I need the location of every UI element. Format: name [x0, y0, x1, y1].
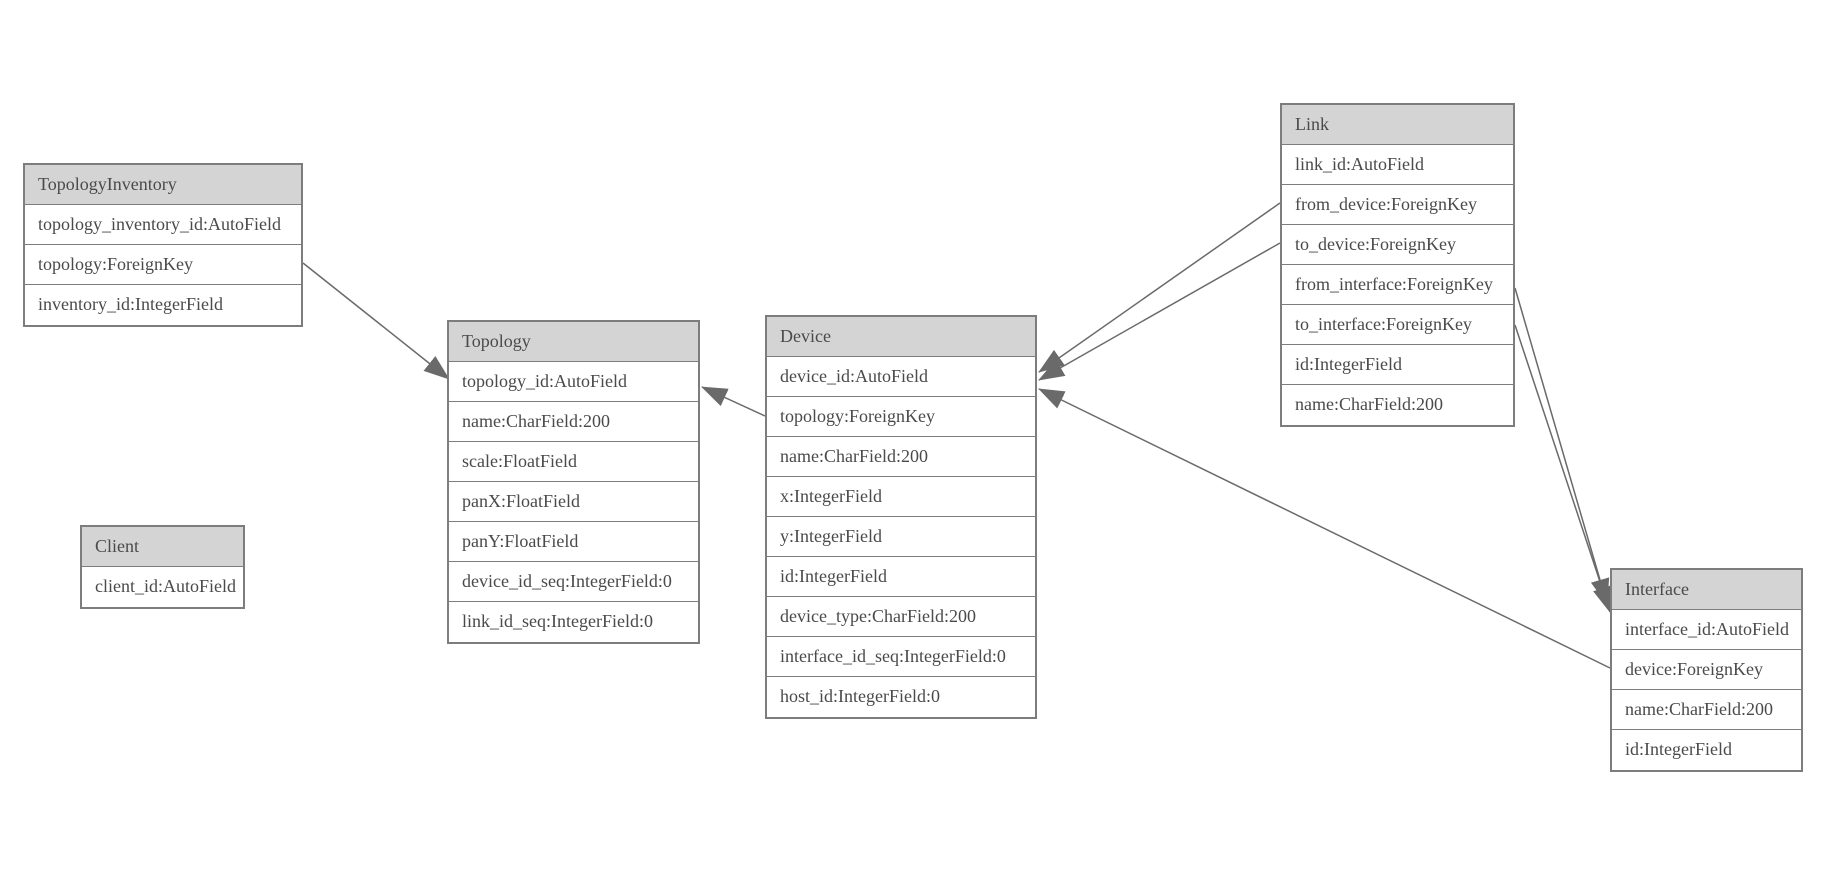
entity-title-device: Device — [767, 317, 1035, 357]
field-row-topology-topology_id: topology_id:AutoField — [449, 362, 698, 402]
field-row-link-id: id:IntegerField — [1282, 345, 1513, 385]
relationship-arrow-link-from_interface-to-interface — [1514, 287, 1610, 605]
field-row-device-topology: topology:ForeignKey — [767, 397, 1035, 437]
field-row-link-from_interface: from_interface:ForeignKey — [1282, 265, 1513, 305]
field-row-link-to_device: to_device:ForeignKey — [1282, 225, 1513, 265]
field-row-topology-panX: panX:FloatField — [449, 482, 698, 522]
relationship-arrow-link-from_device-to-device — [1038, 202, 1281, 373]
field-row-interface-id: id:IntegerField — [1612, 730, 1801, 770]
field-row-device-device_type: device_type:CharField:200 — [767, 597, 1035, 637]
relationship-arrow-interface-device-to-device — [1038, 388, 1611, 669]
entity-title-topology: Topology — [449, 322, 698, 362]
entity-title-interface: Interface — [1612, 570, 1801, 610]
field-row-topology-scale: scale:FloatField — [449, 442, 698, 482]
relationship-arrow-link-to_device-to-device — [1038, 242, 1281, 381]
field-row-topology-inventory-topology_inventory_id: topology_inventory_id:AutoField — [25, 205, 301, 245]
field-row-link-to_interface: to_interface:ForeignKey — [1282, 305, 1513, 345]
field-row-topology-name: name:CharField:200 — [449, 402, 698, 442]
field-row-device-name: name:CharField:200 — [767, 437, 1035, 477]
field-row-device-id: id:IntegerField — [767, 557, 1035, 597]
field-row-device-interface_id_seq: interface_id_seq:IntegerField:0 — [767, 637, 1035, 677]
field-row-device-host_id: host_id:IntegerField:0 — [767, 677, 1035, 717]
field-row-topology-panY: panY:FloatField — [449, 522, 698, 562]
entity-title-link: Link — [1282, 105, 1513, 145]
entity-title-topology-inventory: TopologyInventory — [25, 165, 301, 205]
field-row-link-link_id: link_id:AutoField — [1282, 145, 1513, 185]
field-row-interface-name: name:CharField:200 — [1612, 690, 1801, 730]
field-row-topology-inventory-inventory_id: inventory_id:IntegerField — [25, 285, 301, 325]
entity-title-client: Client — [82, 527, 243, 567]
field-row-link-name: name:CharField:200 — [1282, 385, 1513, 425]
field-row-device-y: y:IntegerField — [767, 517, 1035, 557]
field-row-topology-link_id_seq: link_id_seq:IntegerField:0 — [449, 602, 698, 642]
field-row-client-client_id: client_id:AutoField — [82, 567, 243, 607]
relationship-arrow-topologyinventory-topology-to-topology — [302, 262, 450, 380]
field-row-topology-inventory-topology: topology:ForeignKey — [25, 245, 301, 285]
relationship-arrow-device-topology-to-topology — [701, 386, 766, 417]
field-row-interface-interface_id: interface_id:AutoField — [1612, 610, 1801, 650]
field-row-link-from_device: from_device:ForeignKey — [1282, 185, 1513, 225]
field-row-device-x: x:IntegerField — [767, 477, 1035, 517]
field-row-device-device_id: device_id:AutoField — [767, 357, 1035, 397]
field-row-interface-device: device:ForeignKey — [1612, 650, 1801, 690]
field-row-topology-device_id_seq: device_id_seq:IntegerField:0 — [449, 562, 698, 602]
relationship-arrow-link-to_interface-to-interface — [1514, 324, 1612, 613]
